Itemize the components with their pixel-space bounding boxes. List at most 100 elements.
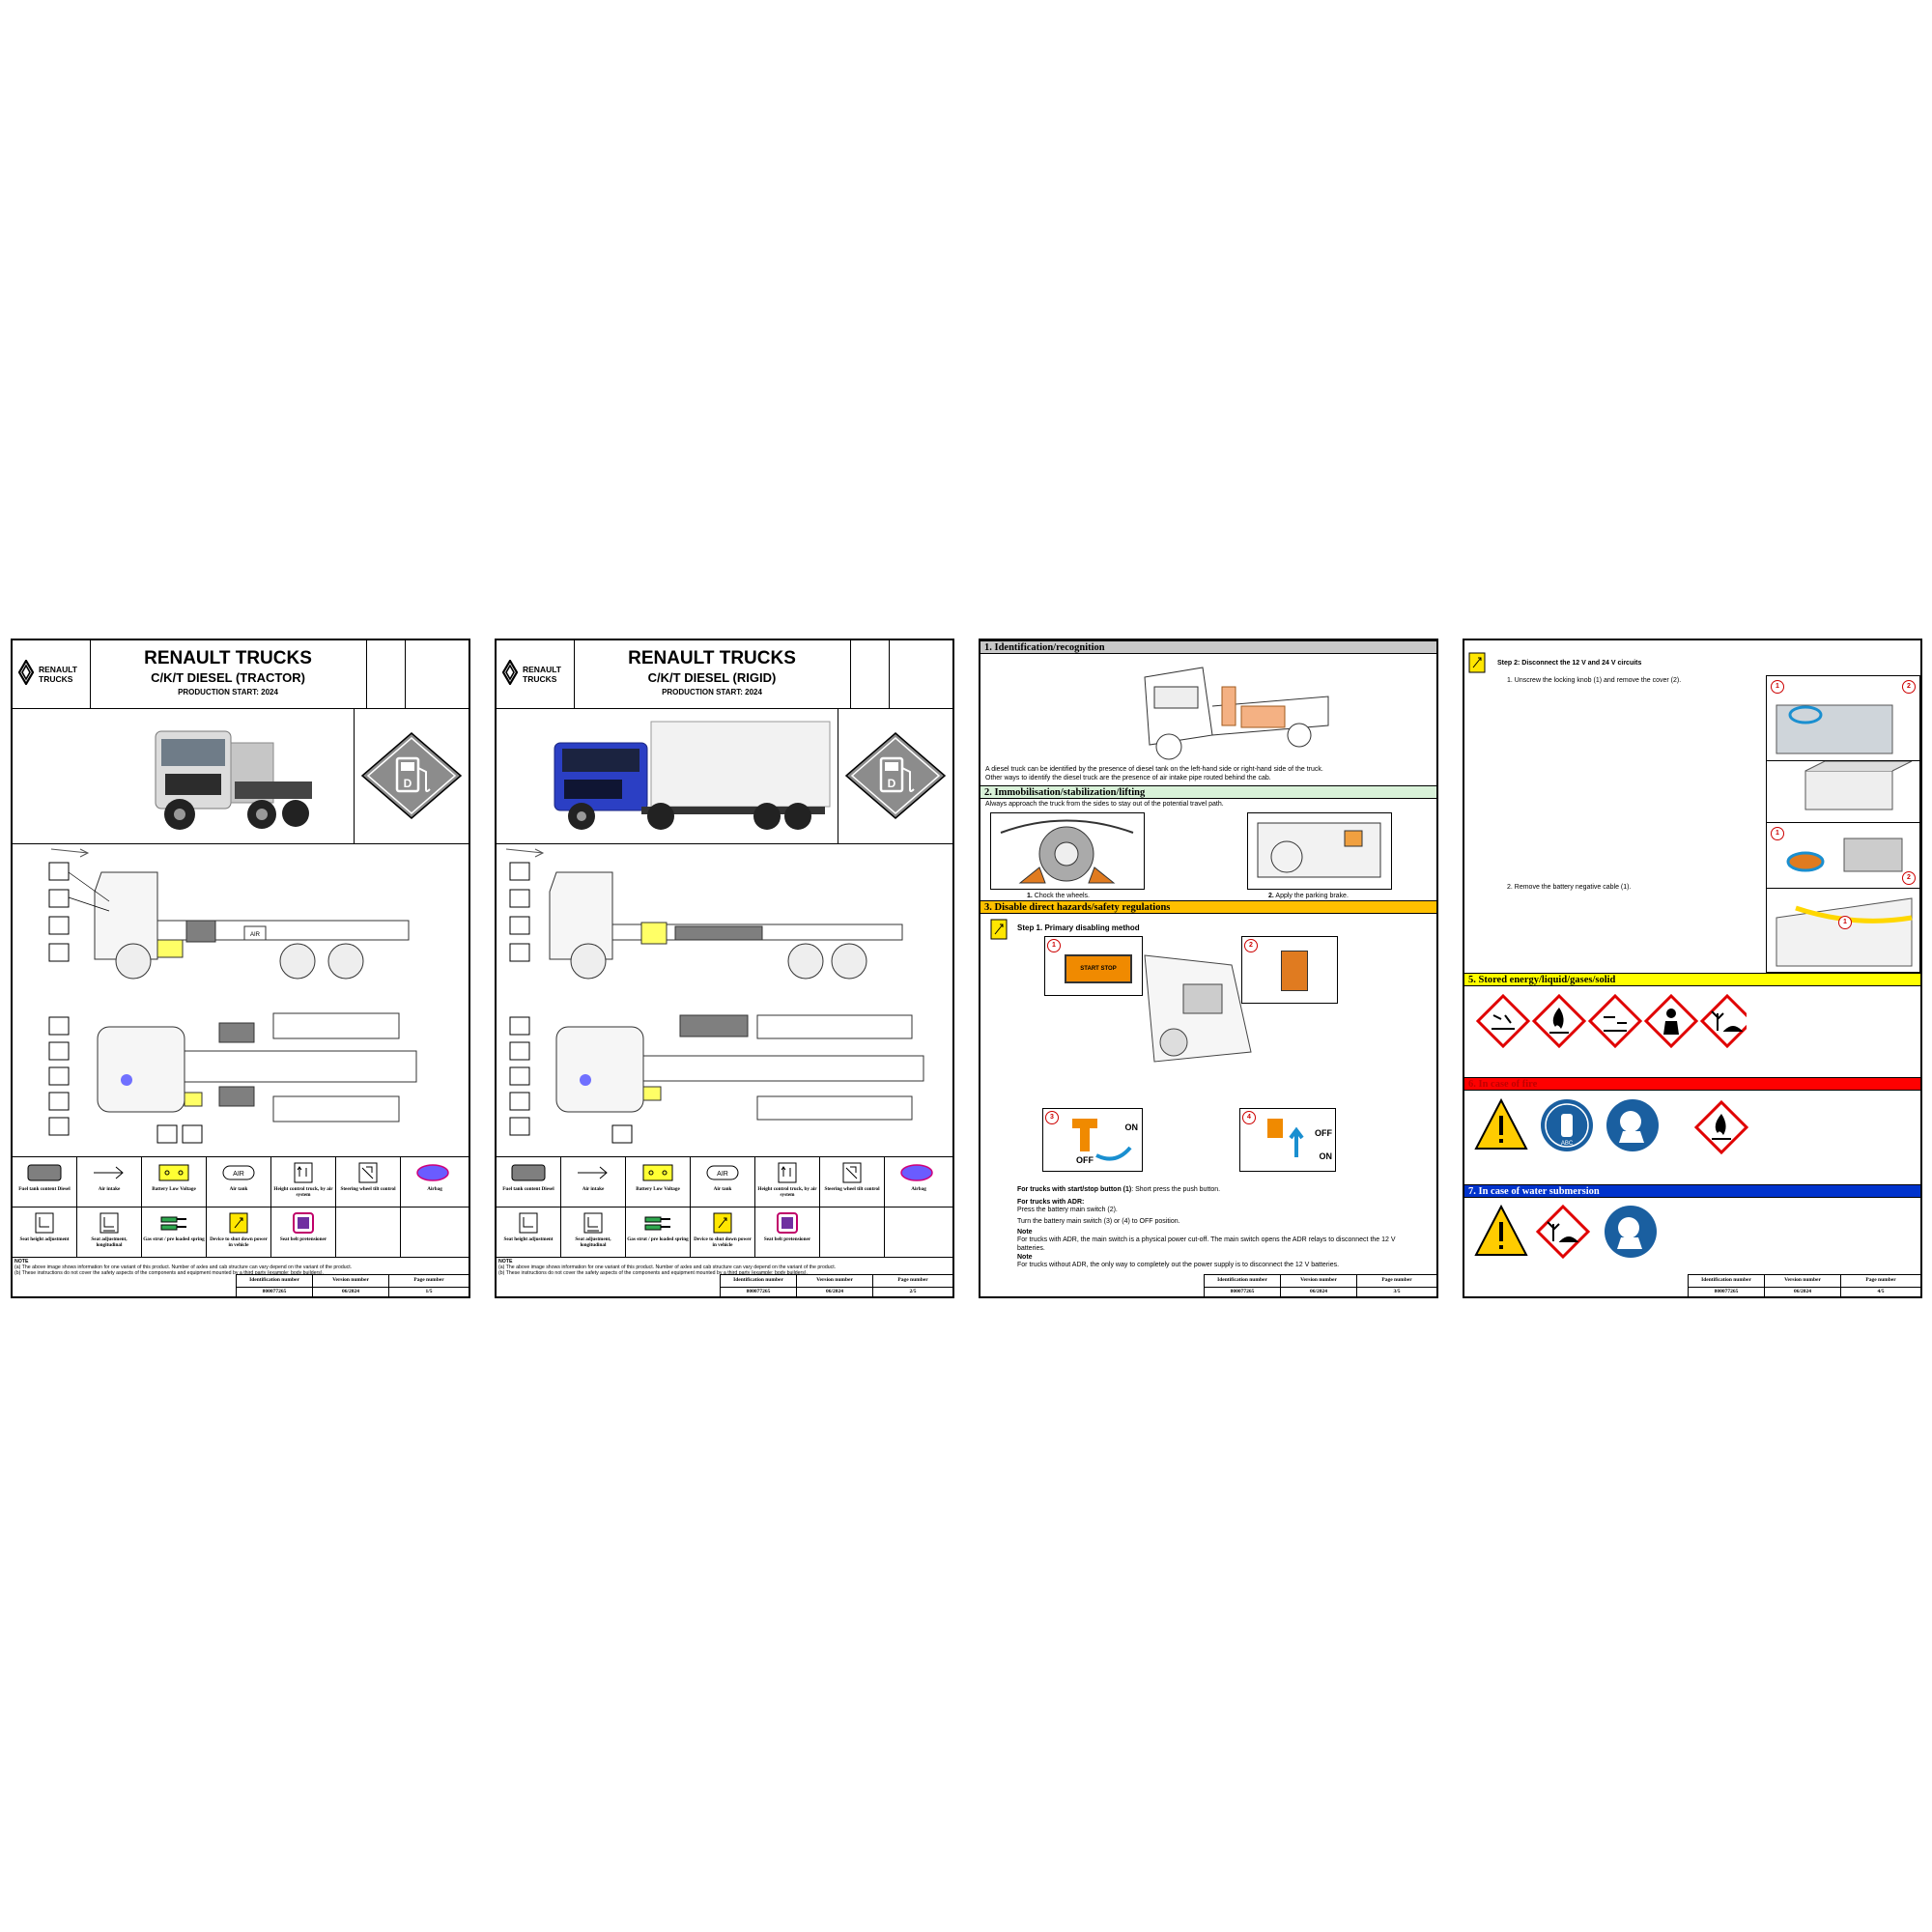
legend-label: Height control truck, by air system	[273, 1186, 333, 1198]
flammable-icon	[1693, 1099, 1749, 1155]
section-disable-hazards: 3. Disable direct hazards/safety regulat…	[980, 900, 1436, 914]
callout-1: 1	[1771, 680, 1784, 694]
fuel-tank-icon	[511, 1164, 546, 1181]
height-control-icon	[778, 1162, 797, 1183]
steering-tilt-icon	[842, 1162, 862, 1183]
legend-label: Airbag	[427, 1186, 442, 1192]
header-box	[405, 640, 469, 708]
legend-row-2: Seat height adjustment Seat adjustment, …	[13, 1207, 469, 1258]
brake-step: 2. Apply the parking brake.	[1268, 893, 1349, 901]
identification-text-2: Other ways to identify the diesel truck …	[985, 775, 1271, 781]
callout-4: 4	[1242, 1111, 1256, 1124]
id-label: Identification number	[733, 1277, 783, 1283]
note-b: (b) These instructions do not cover the …	[498, 1270, 808, 1276]
breathing-apparatus-icon	[1605, 1206, 1657, 1258]
legend-label: Gas strut / pre loaded spring	[627, 1236, 689, 1242]
header-box	[889, 640, 952, 708]
top-view-icons	[48, 1016, 203, 1144]
logo-text-renault: RENAULT	[523, 665, 561, 674]
switch-3-image: 3 ON OFF	[1042, 1108, 1143, 1172]
seat-height-icon	[519, 1212, 538, 1234]
rigid-side-and-top-view	[505, 848, 924, 1144]
chock-step: 1. Chock the wheels.	[1027, 893, 1090, 901]
locking-knob-image: 1 2	[1766, 822, 1920, 890]
step2-item-1: 1. Unscrew the locking knob (1) and remo…	[1507, 677, 1682, 684]
fuel-tank-icon	[27, 1164, 62, 1181]
legend-label: Gas strut / pre loaded spring	[143, 1236, 205, 1242]
logo-text-trucks: TRUCKS	[39, 674, 73, 684]
startstop-instruction: For trucks with start/stop button (1): S…	[1017, 1186, 1220, 1195]
symbol-legend: Fuel tank content Diesel Air intake Batt…	[497, 1156, 952, 1258]
legend-label: Air intake	[98, 1186, 121, 1192]
seat-longitudinal-icon	[583, 1212, 603, 1234]
header-box	[850, 640, 890, 708]
legend-label: Fuel tank content Diesel	[502, 1186, 554, 1192]
environment-hazard-icon	[1699, 994, 1747, 1048]
steering-tilt-icon	[358, 1162, 378, 1183]
diesel-truck-drawing	[1144, 667, 1329, 760]
gas-strut-icon	[160, 1216, 186, 1231]
logo-text-trucks: TRUCKS	[523, 674, 557, 684]
callout-3: 3	[1045, 1111, 1059, 1124]
production-start: PRODUCTION START: 2024	[178, 688, 278, 696]
water-submersion-pictograms	[1474, 1204, 1657, 1260]
section-stored-energy: 5. Stored energy/liquid/gases/solid	[1464, 973, 1920, 986]
tractor-side-and-top-view: AIR	[48, 848, 417, 1144]
negative-cable-image: 1	[1766, 888, 1920, 973]
legend-label: Seat height adjustment	[19, 1236, 70, 1242]
legend-label: Device to shut down power in vehicle	[694, 1236, 752, 1248]
start-stop-button-image: 1 START STOP	[1044, 936, 1143, 996]
startstop-bold: For trucks with start/stop button (1)	[1017, 1186, 1132, 1193]
vehicle-photo-row: D	[497, 708, 952, 844]
svg-text:D: D	[404, 777, 412, 790]
power-shutdown-icon	[713, 1212, 732, 1234]
page-label: Page number	[413, 1277, 444, 1283]
rigid-truck-photo	[554, 721, 831, 830]
id-label: Identification number	[249, 1277, 299, 1283]
callout-2: 2	[1902, 680, 1916, 694]
battery-icon	[158, 1164, 189, 1181]
version-label: Version number	[1300, 1277, 1337, 1283]
section-immobilisation: 2. Immobilisation/stabilization/lifting	[980, 785, 1436, 799]
top-view-icons	[509, 1016, 633, 1144]
legend-label: Seat belt pretensioner	[763, 1236, 811, 1242]
air-tank-icon-label: AIR	[233, 1171, 244, 1178]
model-title: C/K/T DIESEL (RIGID)	[647, 670, 777, 685]
adr-title: For trucks with ADR:	[1017, 1199, 1085, 1206]
legend-label: Air tank	[713, 1186, 732, 1192]
note1-title: Note	[1017, 1229, 1033, 1236]
brake-step-number: 2.	[1268, 893, 1274, 899]
page-number: 4/5	[1841, 1287, 1920, 1294]
legend-label: Battery Low Voltage	[636, 1186, 680, 1192]
brand-title: RENAULT TRUCKS	[144, 648, 312, 668]
cover-removal-image: 1 2	[1766, 675, 1920, 762]
fuel-type-cell: D	[354, 708, 469, 843]
fuel-type-cell: D	[838, 708, 952, 843]
note2-title: Note	[1017, 1254, 1033, 1261]
section-water-submersion: 7. In case of water submersion	[1464, 1184, 1920, 1198]
id-value: 800077265	[1689, 1287, 1764, 1294]
switch-4-on-label: ON	[1319, 1151, 1333, 1161]
legend-label: Air tank	[229, 1186, 248, 1192]
environment-hazard-icon	[1535, 1204, 1591, 1260]
version-value: 06/2024	[313, 1287, 388, 1294]
engine-bay-drawing	[1144, 954, 1252, 1063]
belt-pretensioner-icon	[293, 1212, 314, 1234]
main-switch-image: 2	[1241, 936, 1338, 1004]
sheet-note: NOTE (a) The above image shows informati…	[14, 1259, 469, 1276]
height-control-icon	[294, 1162, 313, 1183]
header-box	[366, 640, 406, 708]
power-shutdown-icon	[229, 1212, 248, 1234]
legend-label: Fuel tank content Diesel	[18, 1186, 71, 1192]
renault-diamond-icon	[18, 660, 34, 685]
health-hazard-icon	[1643, 994, 1699, 1048]
model-title: C/K/T DIESEL (TRACTOR)	[151, 670, 305, 685]
note2-text: For trucks without ADR, the only way to …	[1017, 1262, 1340, 1268]
diesel-fuel-icon: D	[844, 732, 947, 819]
adr-line-1: Press the battery main switch (2).	[1017, 1207, 1118, 1213]
